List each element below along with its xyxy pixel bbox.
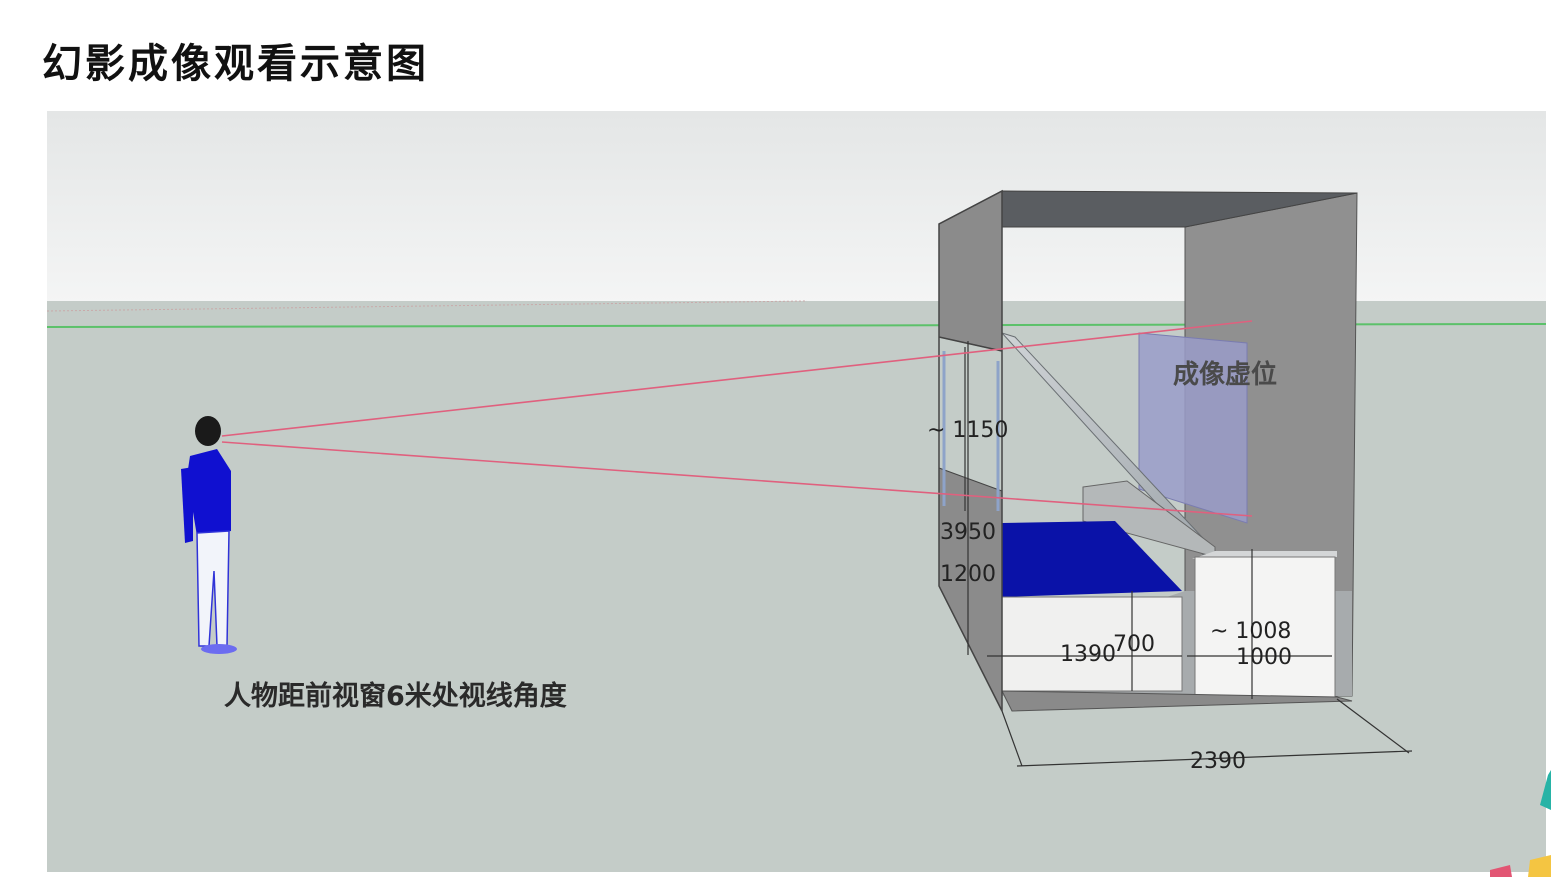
diagram-scene: 人物距前视窗6米处视线角度 成像虚位 ~ 1150 3950 1200 1390… — [47, 111, 1546, 872]
stage-front — [991, 596, 1183, 692]
window-frame-top — [938, 336, 1003, 352]
viewer-head — [195, 416, 221, 446]
viewer-figure — [181, 416, 237, 654]
right-box-front — [1194, 556, 1336, 698]
label-right-box-height: ~ 1008 — [1210, 619, 1291, 644]
label-stage-height: 700 — [1113, 632, 1155, 657]
corner-pink-shape — [1490, 865, 1512, 877]
viewer-caption: 人物距前视窗6米处视线角度 — [224, 680, 567, 712]
booth-base — [1001, 690, 1353, 712]
horizon-dotted-line — [47, 300, 808, 312]
dim-total-width — [1016, 750, 1413, 767]
sight-line-lower — [221, 441, 1253, 517]
corner-yellow-shape — [1528, 855, 1551, 877]
sight-line-upper — [221, 320, 1253, 437]
label-stage-depth: 1390 — [1060, 642, 1116, 667]
label-base-height: 1200 — [940, 562, 996, 587]
dim-total-width-left-ext — [1001, 710, 1023, 767]
viewer-legs — [196, 530, 230, 647]
stage-top — [1002, 521, 1182, 597]
dimension-lines — [964, 341, 1413, 767]
corner-decoration — [1490, 770, 1551, 877]
corner-teal-shape — [1540, 770, 1551, 810]
dim-total-width-right-ext — [1336, 698, 1410, 754]
label-total-height: 3950 — [940, 520, 996, 545]
viewer-arm — [181, 467, 193, 543]
virtual-image-label: 成像虚位 — [1173, 359, 1277, 390]
viewer-shoes — [201, 644, 237, 654]
sight-lines — [221, 320, 1253, 517]
viewer-shirt — [187, 449, 231, 536]
label-right-box-width: 1000 — [1236, 645, 1292, 670]
label-front-window-height: ~ 1150 — [927, 418, 1008, 443]
label-total-width: 2390 — [1190, 749, 1246, 774]
page-title: 幻影成像观看示意图 — [42, 40, 429, 87]
booth — [938, 189, 1358, 712]
virtual-image-panel — [1138, 332, 1248, 524]
